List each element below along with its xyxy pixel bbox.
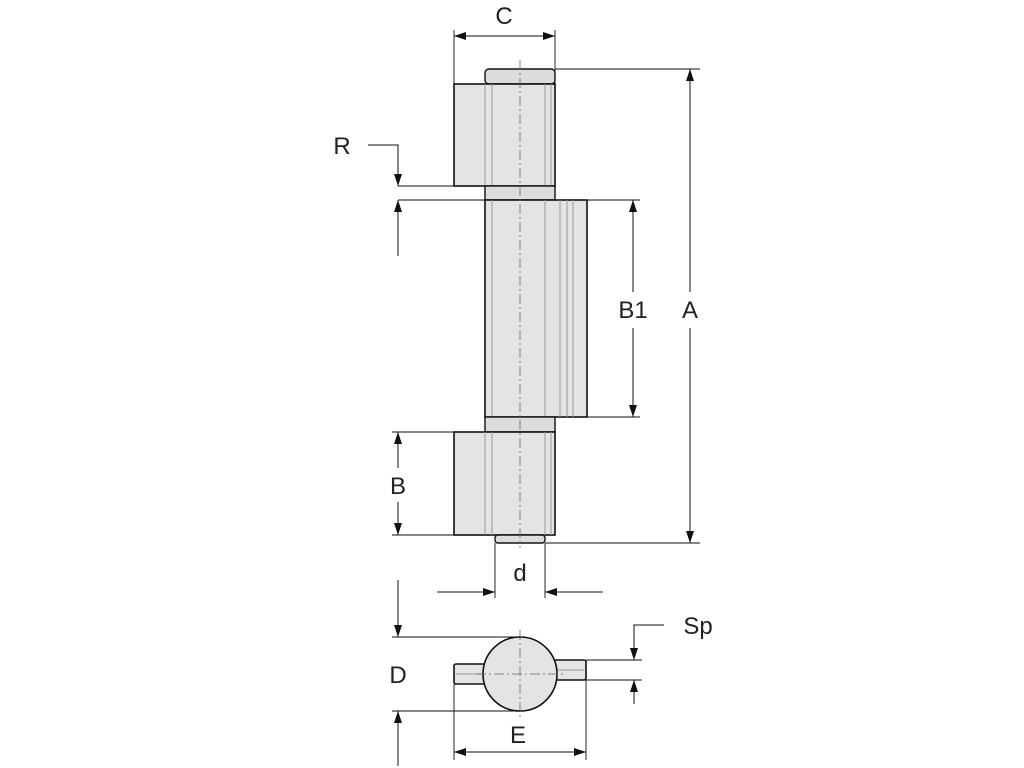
dimension-B: B — [390, 431, 454, 536]
label-Sp: Sp — [683, 613, 712, 640]
dimension-Sp: Sp — [586, 613, 713, 704]
label-E: E — [510, 722, 526, 749]
label-B1: B1 — [618, 297, 647, 324]
label-B: B — [390, 473, 406, 500]
bottom-knuckle-leaf — [453, 431, 556, 536]
dimension-D: D — [389, 580, 520, 766]
hinge-front-view — [453, 60, 588, 548]
label-A: A — [682, 297, 698, 324]
dimension-B1: B1 — [587, 199, 648, 418]
dimension-A: A — [545, 68, 700, 544]
dimension-R: R — [333, 133, 485, 256]
dimension-E: E — [453, 680, 587, 760]
dimension-C: C — [453, 3, 556, 84]
dimension-d: d — [437, 543, 603, 598]
label-D: D — [389, 662, 406, 689]
top-knuckle-leaf — [453, 83, 556, 187]
label-C: C — [495, 3, 512, 30]
hinge-top-view — [453, 630, 587, 718]
middle-knuckle-leaf — [484, 199, 588, 418]
label-R: R — [333, 133, 350, 160]
label-d: d — [513, 560, 526, 587]
